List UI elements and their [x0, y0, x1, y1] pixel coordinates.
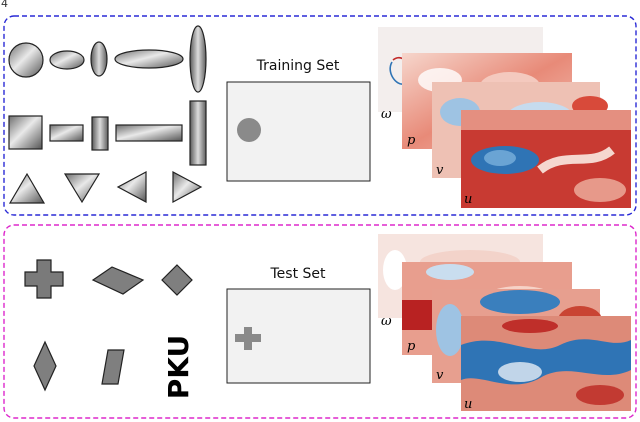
- tall-diamond-shape: [34, 342, 56, 390]
- triangle-right-shape: [173, 172, 201, 202]
- rhombus-horizontal-shape: [93, 267, 143, 294]
- tall-ellipse-shape: [190, 26, 206, 92]
- circle-shape: [9, 43, 43, 77]
- training-shapes: [9, 26, 206, 203]
- pku-text-shape: PKU: [162, 335, 195, 399]
- ellipse-shape: [50, 51, 84, 69]
- vertical-ellipse-shape: [91, 42, 107, 76]
- training-omega-label: ω: [381, 107, 392, 122]
- triangle-down-shape: [65, 174, 99, 202]
- training-flow-fields: [378, 27, 631, 208]
- parallelogram-shape: [102, 350, 124, 384]
- triangle-up-shape: [10, 174, 44, 203]
- test-v-label: v: [436, 368, 444, 383]
- test-set-label: Test Set: [269, 266, 326, 282]
- vertical-rectangle-shape: [92, 117, 108, 150]
- test-omega-label: ω: [381, 314, 392, 329]
- test-flow-fields: [378, 234, 631, 411]
- tall-rectangle-shape: [190, 101, 206, 165]
- training-domain-obstacle: [237, 118, 261, 142]
- test-p-label: p: [407, 339, 416, 354]
- long-rectangle-shape: [116, 125, 182, 141]
- training-u-field: [461, 110, 631, 208]
- rectangle-shape: [50, 125, 83, 141]
- long-ellipse-shape: [115, 50, 183, 68]
- training-p-label: p: [407, 133, 416, 148]
- diamond-shape: [162, 265, 192, 295]
- triangle-left-shape: [118, 172, 146, 202]
- plus-shape: [25, 260, 63, 298]
- square-shape: [9, 116, 42, 149]
- training-u-label: u: [464, 192, 472, 207]
- test-shapes: PKU: [25, 260, 195, 399]
- test-u-label: u: [464, 397, 472, 412]
- training-set-label: Training Set: [256, 58, 340, 74]
- training-v-label: v: [436, 163, 444, 178]
- test-u-field: [461, 316, 631, 411]
